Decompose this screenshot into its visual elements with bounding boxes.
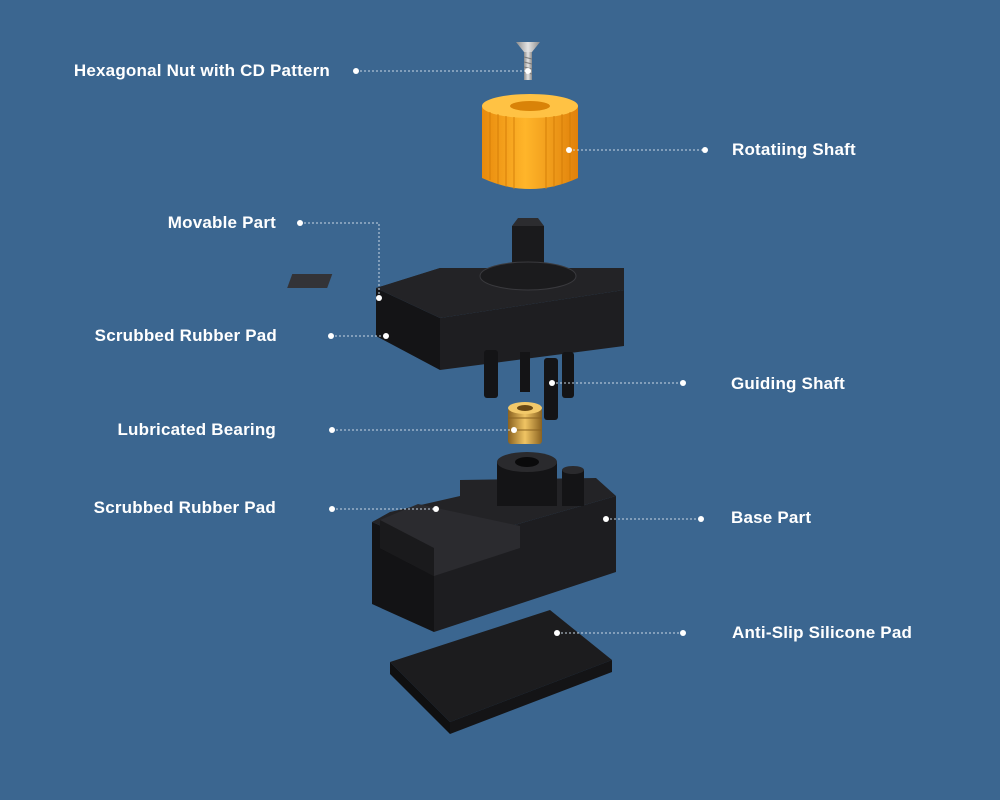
rotating-knob-part — [482, 94, 578, 189]
leader-dots — [297, 68, 708, 636]
leader-lines — [300, 70, 705, 634]
label-rotating-shaft: Rotatiing Shaft — [732, 140, 856, 159]
label-scrubbed-pad-lower: Scrubbed Rubber Pad — [93, 498, 276, 517]
label-guiding-shaft: Guiding Shaft — [731, 374, 846, 393]
label-scrubbed-pad-upper: Scrubbed Rubber Pad — [94, 326, 277, 345]
label-hex-nut: Hexagonal Nut with CD Pattern — [73, 61, 330, 80]
movable-part — [287, 218, 624, 420]
label-anti-slip-pad: Anti-Slip Silicone Pad — [732, 623, 913, 642]
label-lubricated-bearing: Lubricated Bearing — [117, 420, 276, 439]
brass-bearing-part — [508, 402, 542, 444]
label-base-part: Base Part — [731, 508, 812, 527]
screw-part — [516, 42, 540, 80]
anti-slip-pad-part — [390, 610, 612, 734]
label-movable-part: Movable Part — [167, 213, 276, 232]
base-part — [372, 452, 616, 632]
